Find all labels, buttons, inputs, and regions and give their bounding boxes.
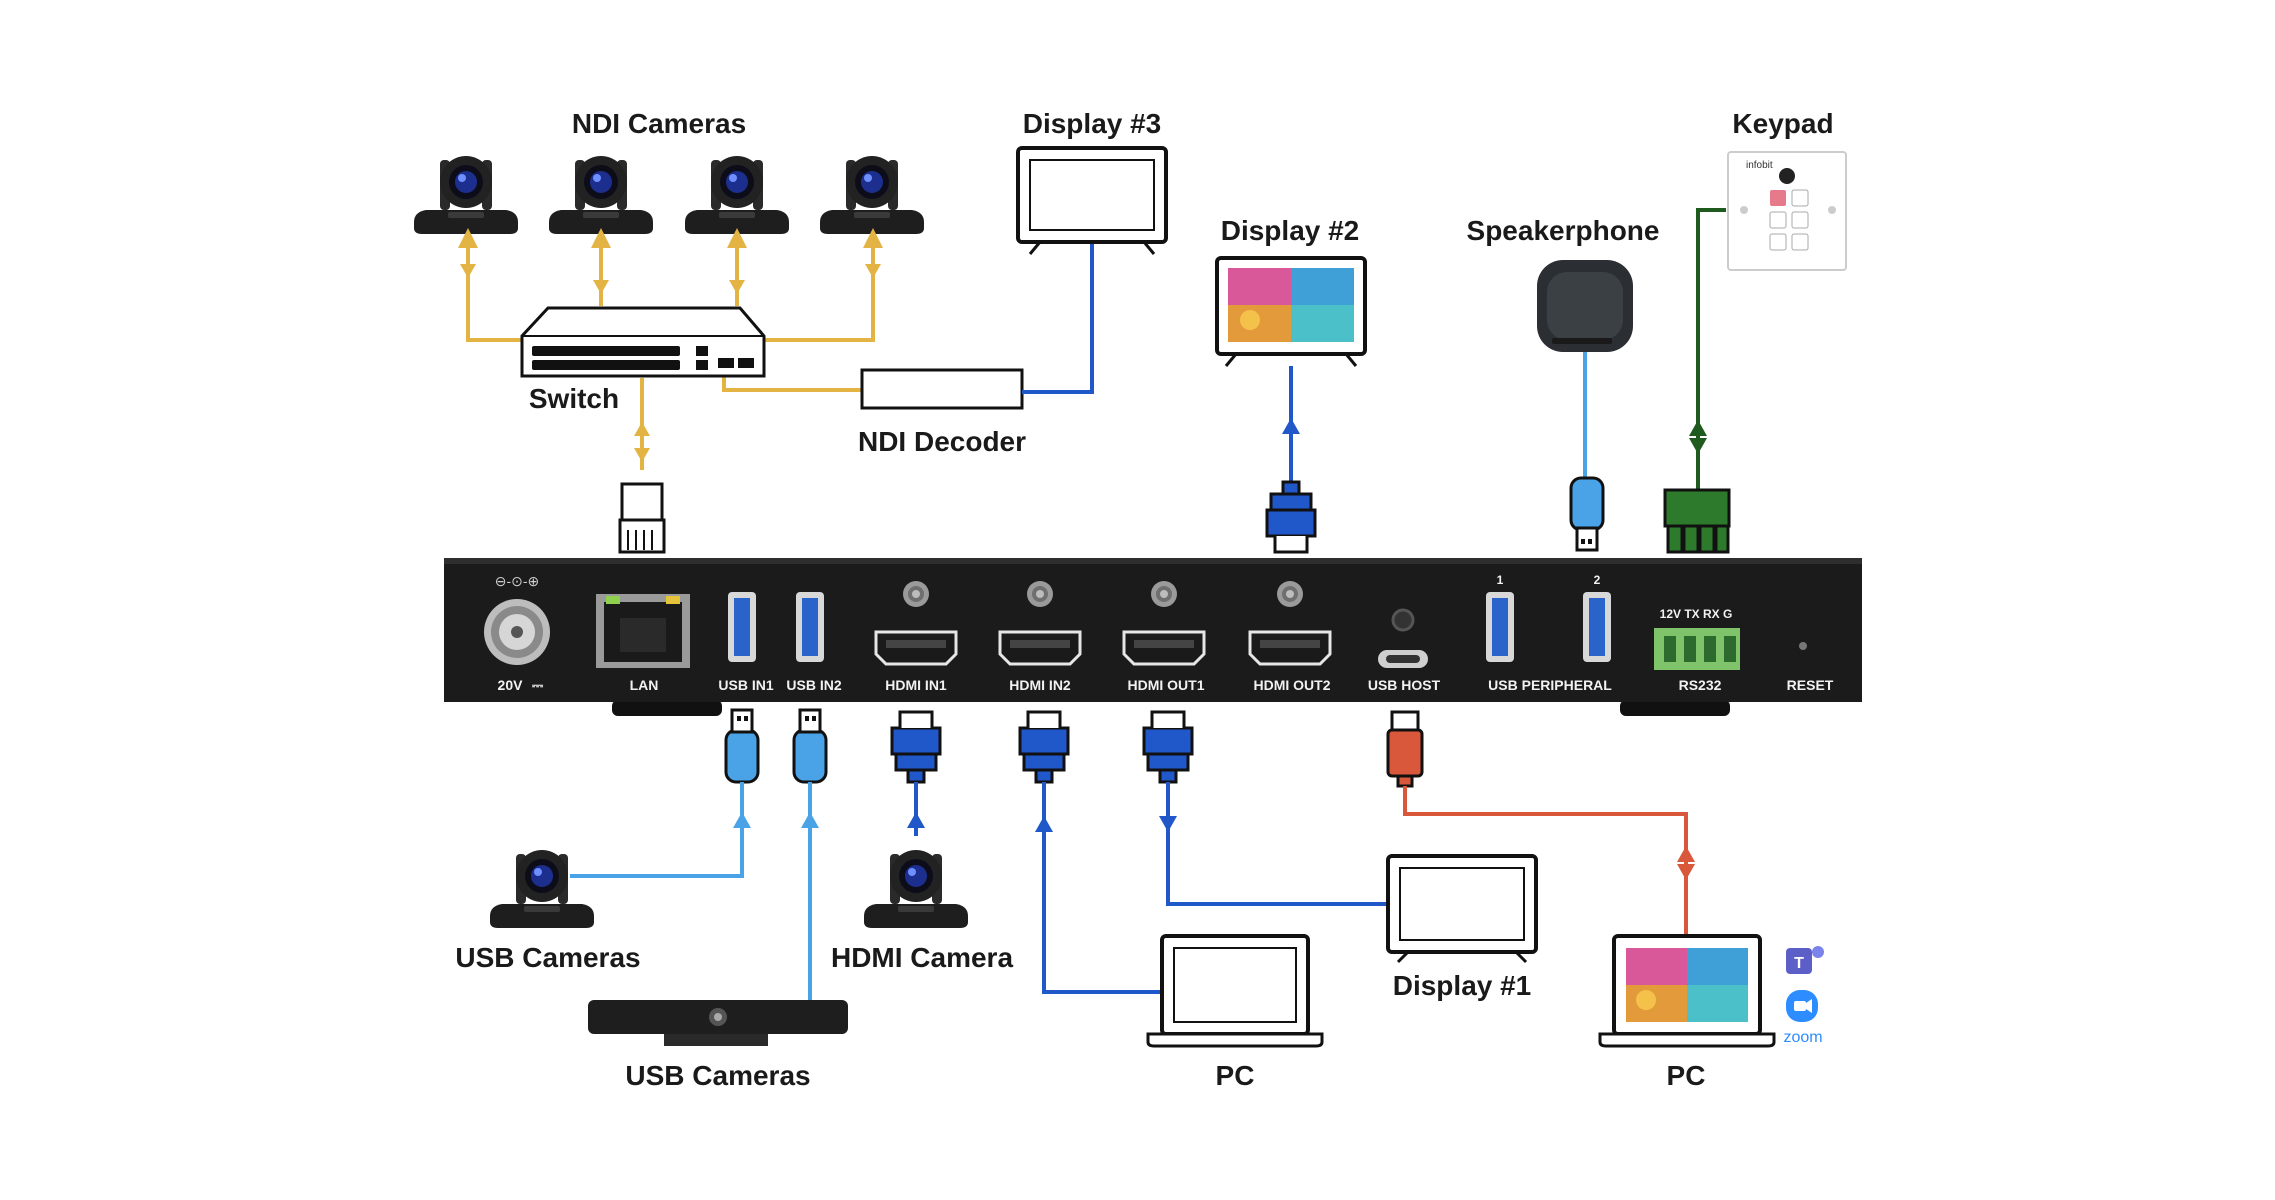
display2-hdmi-plug (1265, 480, 1317, 554)
usb-in1-label: USB IN1 (718, 677, 773, 693)
ndi-camera-3 (685, 156, 789, 234)
hdmi-in1-plug (890, 710, 942, 784)
display2-label: Display #2 (1221, 215, 1360, 246)
display3-label: Display #3 (1023, 108, 1162, 139)
pc-2-label: PC (1667, 1060, 1706, 1091)
ndi-decoder-box (860, 368, 1024, 410)
hdmi-camera (864, 850, 968, 928)
pc-1-laptop (1146, 934, 1324, 1048)
display2-monitor (1215, 256, 1367, 367)
usb-in1-plug (724, 708, 760, 784)
usb-host-plug (1386, 710, 1424, 788)
usb-cameras-1-label: USB Cameras (455, 942, 640, 973)
keypad-brand: infobit (1746, 160, 1773, 171)
pc-1-label: PC (1216, 1060, 1255, 1091)
ndi-camera-4 (820, 156, 924, 234)
display1-monitor (1386, 854, 1538, 964)
usb-peripheral-1-label: 1 (1497, 573, 1504, 587)
speakerphone (1537, 260, 1633, 352)
hdmi-out1-plug (1142, 710, 1194, 784)
display3-monitor (1016, 146, 1168, 255)
svg-text:⊖-⊙-⊕: ⊖-⊙-⊕ (495, 573, 540, 589)
rs232-pins-label: 12V TX RX G (1660, 607, 1733, 621)
svg-text:⎓: ⎓ (532, 677, 544, 693)
usb-host-port (1378, 650, 1428, 668)
hdmi-in2-label: HDMI IN2 (1009, 677, 1071, 693)
teams-icon: T (1786, 946, 1824, 974)
rs232-label: RS232 (1679, 677, 1722, 693)
power-port-label: 20V (498, 677, 524, 693)
power-jack: ⊖-⊙-⊕ (484, 573, 550, 665)
display1-label: Display #1 (1393, 970, 1532, 1001)
hdmi-out2-label: HDMI OUT2 (1254, 677, 1331, 693)
ndi-decoder-label: NDI Decoder (858, 426, 1026, 457)
zoom-icon (1786, 990, 1818, 1022)
usb-host-label: USB HOST (1368, 677, 1441, 693)
usb-peripheral-2-label: 2 (1594, 573, 1601, 587)
reset-button (1799, 642, 1807, 650)
lan-port (596, 594, 690, 668)
hdmi-out1-label: HDMI OUT1 (1128, 677, 1205, 693)
rj45-plug (618, 482, 666, 554)
usb-in2-port (796, 592, 824, 662)
svg-text:T: T (1794, 955, 1804, 972)
lan-port-label: LAN (630, 677, 659, 693)
usb-peripheral-2-port (1583, 592, 1611, 662)
speakerphone-label: Speakerphone (1467, 215, 1660, 246)
usb-in1-port (728, 592, 756, 662)
hdmi-in1-label: HDMI IN1 (885, 677, 947, 693)
speakerphone-usb-plug (1569, 476, 1605, 552)
usb-in2-plug (792, 708, 828, 784)
hdmi-out2-port (1248, 630, 1332, 666)
rs232-port (1654, 628, 1740, 670)
hdmi-camera-label: HDMI Camera (831, 942, 1013, 973)
rs232-terminal-plug (1663, 488, 1731, 554)
ndi-camera-1 (414, 156, 518, 234)
keypad: infobit (1727, 151, 1847, 271)
pc-2-laptop (1598, 934, 1776, 1048)
hdmi-in1-port (874, 630, 958, 666)
usb-video-bar (588, 1000, 848, 1046)
usb-peripheral-1-port (1486, 592, 1514, 662)
switch-label: Switch (529, 383, 619, 414)
hdmi-in2-port (998, 630, 1082, 666)
network-switch (520, 306, 766, 378)
usb-in2-label: USB IN2 (786, 677, 841, 693)
usb-peripheral-label: USB PERIPHERAL (1488, 677, 1612, 693)
reset-label: RESET (1787, 677, 1834, 693)
ndi-camera-2 (549, 156, 653, 234)
keypad-label: Keypad (1732, 108, 1833, 139)
hdmi-in2-plug (1018, 710, 1070, 784)
usb-camera-ptz (490, 850, 594, 928)
hdmi-out1-port (1122, 630, 1206, 666)
zoom-text: zoom (1783, 1029, 1822, 1046)
usb-cameras-2-label: USB Cameras (625, 1060, 810, 1091)
ndi-cameras-label: NDI Cameras (572, 108, 746, 139)
